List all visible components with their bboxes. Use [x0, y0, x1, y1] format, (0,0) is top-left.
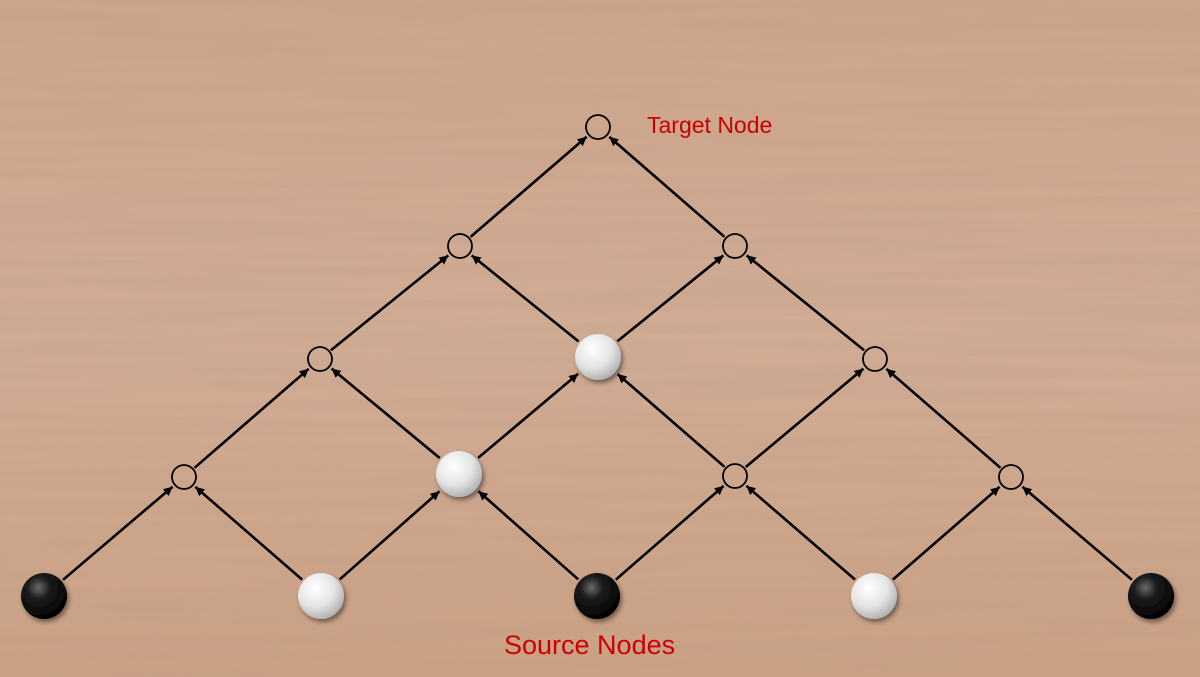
edge-b2-to-r1: [616, 254, 725, 343]
black-stone-node-s1: [21, 573, 67, 619]
edge-c3-to-b2: [616, 373, 726, 468]
edge-c2-to-r1: [745, 254, 865, 352]
empty-node-c2: [862, 346, 888, 372]
empty-node-a2: [307, 346, 333, 372]
edge-s3-to-c3: [615, 484, 725, 581]
edge-a2-to-l1: [330, 254, 450, 352]
edge-s2-to-a3: [194, 485, 303, 581]
empty-node-d3: [998, 464, 1024, 490]
empty-node-r1: [722, 233, 748, 259]
edge-s1-to-a3: [62, 485, 174, 581]
target-node: [585, 114, 611, 140]
white-stone-node-s4: [851, 573, 897, 619]
empty-node-c3: [722, 463, 748, 489]
black-stone-node-s5: [1128, 573, 1174, 619]
target-node-label: Target Node: [647, 112, 773, 138]
edge-s2-to-b3: [338, 490, 441, 581]
edge-d3-to-c2: [885, 367, 1002, 469]
edge-c3-to-c2: [744, 367, 865, 469]
white-stone-node-s2: [298, 573, 344, 619]
white-stone-node-b3: [436, 451, 482, 497]
source-nodes-label: Source Nodes: [504, 630, 676, 660]
edge-b2-to-l1: [470, 254, 580, 343]
empty-node-l1: [447, 233, 473, 259]
edge-b3-to-a2: [330, 367, 441, 460]
edge-s5-to-d3: [1021, 485, 1133, 581]
white-stone-node-b2: [575, 334, 621, 380]
edge-b3-to-b2: [477, 372, 579, 459]
edge-s4-to-c3: [745, 484, 856, 581]
edge-l1-to-t: [469, 135, 588, 238]
edge-s3-to-b3: [477, 490, 580, 581]
empty-node-a3: [171, 464, 197, 490]
black-stone-node-s3: [574, 573, 620, 619]
edge-s4-to-d3: [892, 485, 1001, 581]
edge-r1-to-t: [608, 135, 726, 238]
edge-a3-to-a2: [193, 367, 310, 469]
